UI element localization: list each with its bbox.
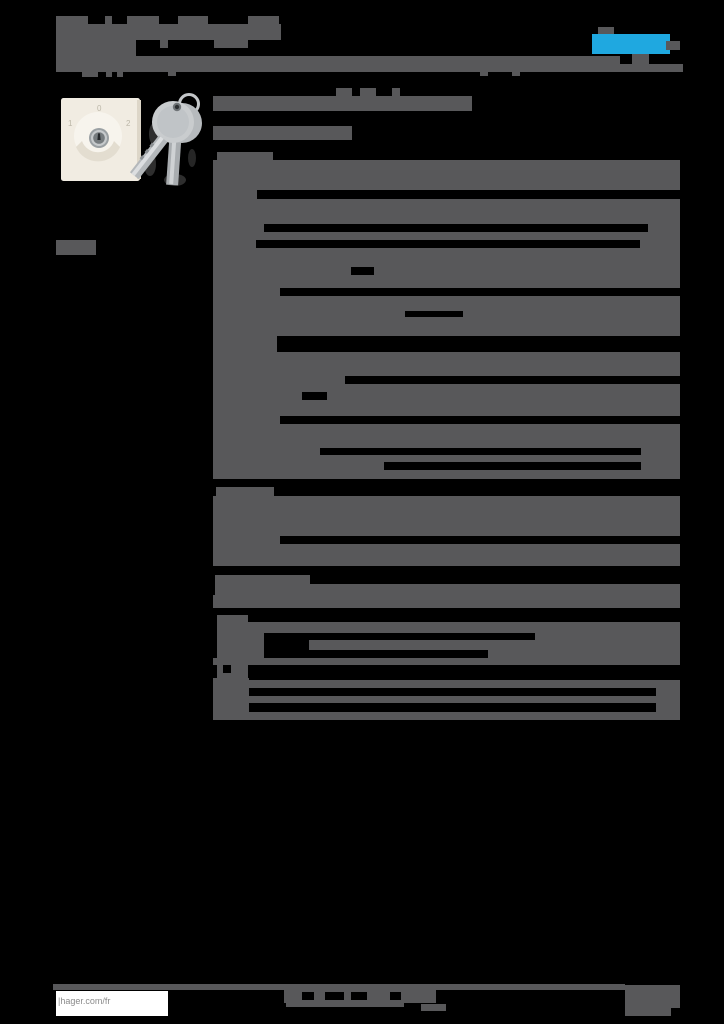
- svg-text:0: 0: [97, 104, 102, 113]
- svg-text:1: 1: [68, 119, 73, 128]
- svg-text:2: 2: [126, 119, 131, 128]
